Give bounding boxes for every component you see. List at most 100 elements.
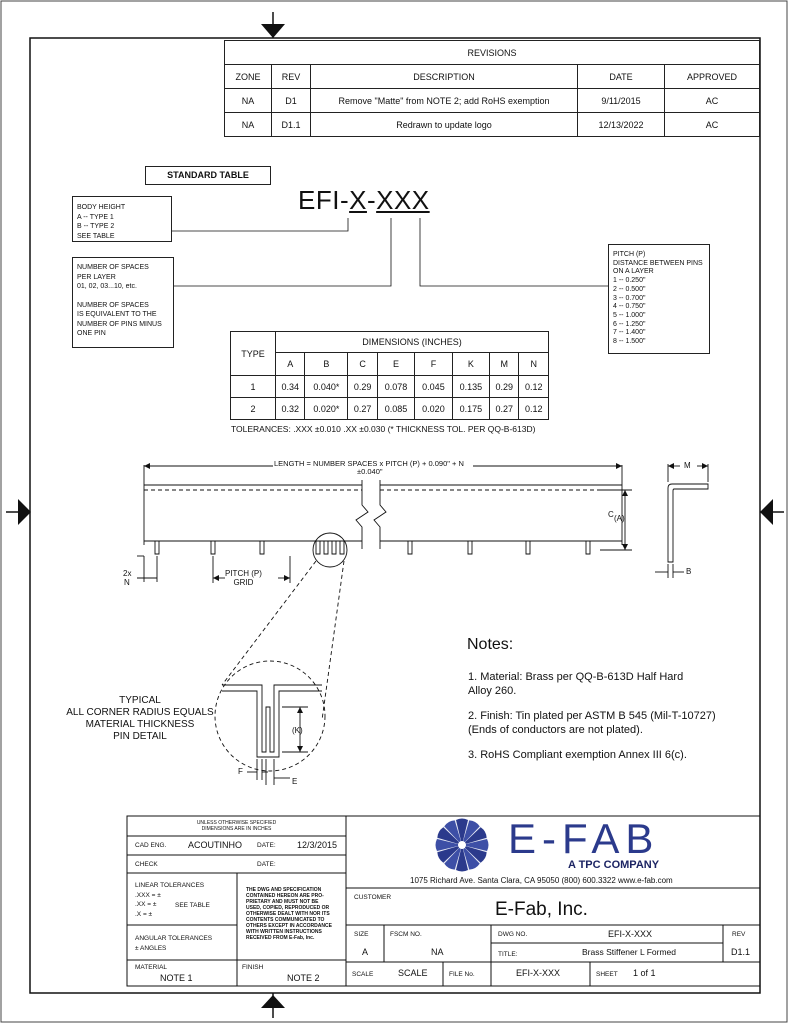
dim-cell: 0.020 <box>414 397 453 420</box>
customer-label: CUSTOMER <box>354 894 392 901</box>
tol-line: .X = ± <box>135 910 153 918</box>
dim-cell: 0.34 <box>274 375 306 398</box>
b-label: B <box>686 567 692 576</box>
tol-line: LINEAR TOLERANCES <box>135 882 205 889</box>
dimensions-table: TYPE DIMENSIONS (INCHES) A B C E F K M N… <box>230 331 549 420</box>
pitch-label: PITCH (P) <box>225 569 262 578</box>
rev-rev: D1 <box>271 88 311 113</box>
m-label: M <box>684 461 691 470</box>
finish-label: FINISH <box>242 964 264 971</box>
proprietary-line: CONTENTS COMMUNICATED TO <box>246 917 325 923</box>
pin <box>259 541 265 555</box>
check-date-label: DATE: <box>257 861 276 868</box>
rev-rev: D1.1 <box>271 112 311 137</box>
table-row: NA D1.1 Redrawn to update logo 12/13/202… <box>224 112 760 137</box>
callout-line: 5 -- 1.000" <box>613 311 646 319</box>
dim-col-header: A <box>274 352 306 376</box>
callout-line: 8 -- 1.500" <box>613 338 646 346</box>
callout-line: IS EQUIVALENT TO THE <box>77 311 157 318</box>
finish-value: NOTE 2 <box>287 973 320 983</box>
proprietary-line: OTHERS EXCEPT IN ACCORDANCE <box>246 923 332 929</box>
notes-title: Notes: <box>467 636 514 653</box>
dim-cell: 0.085 <box>376 397 416 420</box>
file-value: EFI-X-XXX <box>516 968 561 978</box>
pin <box>154 541 160 555</box>
pin <box>339 541 345 555</box>
pin <box>315 541 321 555</box>
n-count-label: 2x <box>123 569 132 578</box>
pin <box>323 541 329 555</box>
table-row: 2 0.32 0.020* 0.27 0.085 0.020 0.175 0.2… <box>230 397 549 420</box>
unless-line: DIMENSIONS ARE IN INCHES <box>201 826 272 832</box>
e-label: E <box>292 777 298 786</box>
title-value: Brass Stiffener L Formed <box>582 947 677 957</box>
cad-eng-label: CAD ENG. <box>135 842 167 849</box>
n-label: N <box>124 578 130 587</box>
callout-line: 7 -- 1.400" <box>613 329 646 337</box>
proprietary-line: PRIETARY AND MUST NOT BE <box>246 899 319 905</box>
callout-line: B -- TYPE 2 <box>77 223 115 230</box>
rev-label: REV <box>732 931 746 938</box>
note-line: 3. RoHS Compliant exemption Annex III 6(… <box>468 749 687 761</box>
callout-line: ONE PIN <box>77 330 106 337</box>
cad-date-label: DATE: <box>257 842 276 849</box>
tol-line: .XXX = ± <box>135 891 161 899</box>
standard-table-label: STANDARD TABLE <box>145 166 271 185</box>
grid-label: GRID <box>233 578 254 587</box>
dwg-label: DWG NO. <box>498 931 528 938</box>
check-label: CHECK <box>135 861 158 868</box>
length-tolerance: ±0.040" <box>357 467 383 476</box>
pin <box>585 541 591 555</box>
part-code-prefix: EFI- <box>298 185 350 215</box>
callout-line: 01, 02, 03...10, etc. <box>77 283 137 290</box>
dim-col-header: K <box>451 352 491 376</box>
rev-zone: NA <box>224 112 272 137</box>
callout-line: NUMBER OF PINS MINUS <box>77 320 162 328</box>
callout-line: 4 -- 0.750" <box>613 303 646 311</box>
note-line: (Ends of conductors are not plated). <box>468 724 643 736</box>
pin <box>467 541 473 555</box>
part-code-type: X <box>349 185 367 215</box>
note-line: Alloy 260. <box>468 685 517 697</box>
sheet-value: 1 of 1 <box>633 968 656 978</box>
see-table: SEE TABLE <box>175 902 210 909</box>
proprietary-line: OTHERWISE DEALT WITH NOR ITS <box>246 911 330 917</box>
bottom-arrow-icon <box>261 995 285 1008</box>
body-height-callout: BODY HEIGHT A -- TYPE 1 B -- TYPE 2 SEE … <box>72 196 172 242</box>
dim-cell: 0.12 <box>518 397 549 420</box>
cad-date-value: 12/3/2015 <box>297 840 338 850</box>
sheet-label: SHEET <box>596 971 618 978</box>
pin <box>407 541 413 555</box>
angular-line: ± ANGLES <box>135 945 167 952</box>
dim-col-header: C <box>347 352 378 376</box>
logo-subtitle: A TPC COMPANY <box>568 859 660 871</box>
fscm-label: FSCM NO. <box>390 931 422 938</box>
note-3: 3. RoHS Compliant exemption Annex III 6(… <box>468 748 687 762</box>
top-arrow-icon <box>261 24 285 38</box>
callout-line: 3 -- 0.700" <box>613 294 646 302</box>
callout-line: 6 -- 1.250" <box>613 320 646 328</box>
callout-line: 2 -- 0.500" <box>613 285 646 293</box>
typical-line: PIN DETAIL <box>113 731 167 742</box>
callout-line: A -- TYPE 1 <box>77 213 114 221</box>
proprietary-line: WITH WRITTEN INSTRUCTIONS <box>246 929 322 935</box>
pitch-grid-label: PITCH (P) GRID <box>225 569 262 587</box>
callout-line: PITCH (P) <box>613 251 646 258</box>
file-label: FILE No. <box>449 971 475 978</box>
callout-line: BODY HEIGHT <box>77 204 126 211</box>
typical-pin-detail-label: TYPICAL ALL CORNER RADIUS EQUALS MATERIA… <box>55 695 225 743</box>
dim-col-header: E <box>376 352 416 376</box>
material-label: MATERIAL <box>135 964 168 971</box>
right-arrow-icon <box>760 499 773 525</box>
dwg-value: EFI-X-XXX <box>608 929 653 939</box>
part-code-dash: - <box>366 185 377 215</box>
rev-approved: AC <box>664 112 760 137</box>
rev-header-description: DESCRIPTION <box>310 64 578 89</box>
part-code-spaces: XXX <box>376 185 430 215</box>
unless-line: UNLESS OTHERWISE SPECIFIED <box>196 820 277 826</box>
length-label: LENGTH = NUMBER SPACES x PITCH (P) + 0.0… <box>274 459 464 468</box>
callout-line: NUMBER OF SPACES <box>77 264 149 271</box>
